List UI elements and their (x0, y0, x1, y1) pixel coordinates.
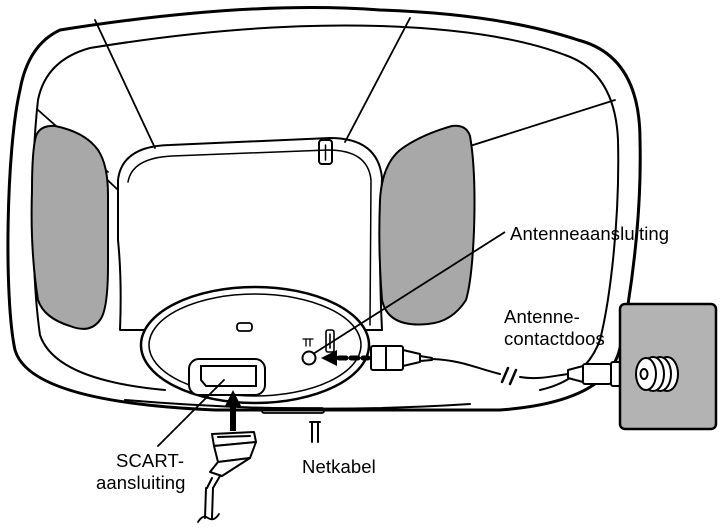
label-antenna-connection: Antenneaansluiting (510, 223, 669, 244)
panel-indicator-slot (236, 322, 253, 332)
label-antenna-socket-line2: contactdoos (504, 328, 605, 349)
tv-center-body-inner (127, 149, 372, 326)
antenna-cable-far (519, 373, 569, 380)
antenna-connection-pointer (312, 231, 506, 355)
antenna-socket (301, 350, 317, 366)
tv-base-slot (261, 407, 325, 414)
cable-break-mark-2 (508, 368, 518, 386)
scart-cable-assembly (157, 379, 257, 523)
tv-inner-contour (37, 24, 620, 391)
shell-ridge-left (94, 19, 156, 149)
label-scart-line2: aansluiting (96, 472, 186, 493)
wall-socket-icon (635, 356, 679, 392)
scart-pointer (157, 379, 225, 447)
label-antenna-socket-line1: Antenne- (504, 306, 580, 327)
speaker-left (30, 124, 109, 330)
antenna-wall-box (618, 302, 718, 431)
antenna-cable-assembly (321, 345, 632, 387)
scart-socket (188, 358, 266, 396)
speaker-right (378, 124, 476, 326)
cable-break-mark-1 (500, 366, 510, 384)
antenna-arrow-head (321, 350, 337, 366)
antenna-plug-tv (370, 345, 433, 371)
antenna-cable (431, 358, 501, 375)
shell-ridge-right (344, 17, 411, 143)
connector-panel (139, 285, 371, 405)
scart-plug (197, 431, 257, 523)
label-power-cable: Netkabel (302, 456, 376, 477)
power-cable-stub (309, 421, 321, 443)
antenna-symbol-icon (302, 338, 314, 347)
top-vent-slot (318, 139, 333, 165)
scart-arrow-head (225, 390, 241, 406)
label-scart-line1: SCART- (116, 450, 184, 471)
scart-arrow-shaft (230, 405, 236, 431)
